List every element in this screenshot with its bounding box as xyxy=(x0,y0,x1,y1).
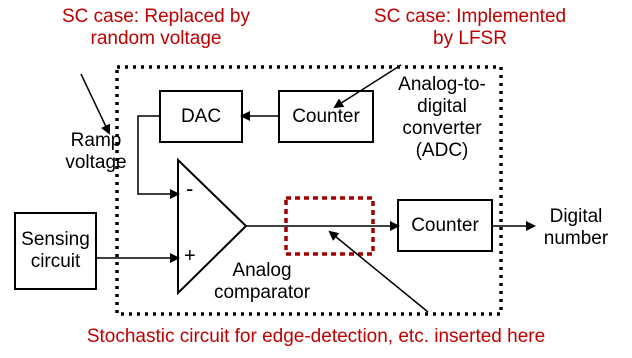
sc-replaced-line-2: random voltage xyxy=(90,28,222,49)
counter-top-label: Counter xyxy=(292,105,360,127)
digital-line-2: number xyxy=(543,228,609,249)
adc-boundary xyxy=(115,65,503,316)
stochastic-note: Stochastic circuit for edge-detection, e… xyxy=(86,326,546,347)
ramp-wire xyxy=(137,115,180,199)
ramp-line-1: Ramp xyxy=(70,130,122,151)
dac-label: DAC xyxy=(180,105,222,127)
sc-replaced-pointer-arrow xyxy=(80,73,111,135)
stochastic-pointer-arrow xyxy=(328,230,429,313)
plus-sign: + xyxy=(184,245,196,267)
sc-implemented-line-1: SC case: Implemented xyxy=(373,6,567,27)
comparator-line-1: Analog xyxy=(232,260,292,281)
ramp-line-2: voltage xyxy=(65,152,127,173)
sc-implemented-pointer-arrow xyxy=(333,64,402,109)
minus-sign: - xyxy=(186,176,194,201)
sensing-line-1: Sensing xyxy=(21,229,90,250)
ramp-voltage-label: Ramp voltage xyxy=(56,130,136,174)
adc-line-1: Analog-to- xyxy=(398,74,486,95)
digital-number-label: Digital number xyxy=(536,206,616,250)
counter-top-box xyxy=(278,90,374,143)
adc-label: Analog-to- digital converter (ADC) xyxy=(388,74,496,162)
adc-line-4: (ADC) xyxy=(415,140,469,161)
sc-replaced-line-1: SC case: Replaced by xyxy=(62,6,250,27)
counter-right-label: Counter xyxy=(411,214,479,236)
dac-box xyxy=(159,90,243,143)
sensing-label: Sensing circuit xyxy=(15,213,96,289)
sc-replaced-annotation: SC case: Replaced by random voltage xyxy=(28,6,284,50)
adc-line-2: digital xyxy=(417,96,467,117)
sensing-line-2: circuit xyxy=(30,251,81,272)
digital-line-1: Digital xyxy=(549,206,603,227)
comparator-line-2: comparator xyxy=(213,282,311,303)
comparator-label: Analog comparator xyxy=(206,260,318,304)
sc-implemented-annotation: SC case: Implemented by LFSR xyxy=(365,6,575,50)
adc-line-3: converter xyxy=(402,118,482,139)
sensing-box xyxy=(14,212,97,290)
comparator-triangle xyxy=(177,157,248,296)
sc-implemented-line-2: by LFSR xyxy=(433,28,507,49)
